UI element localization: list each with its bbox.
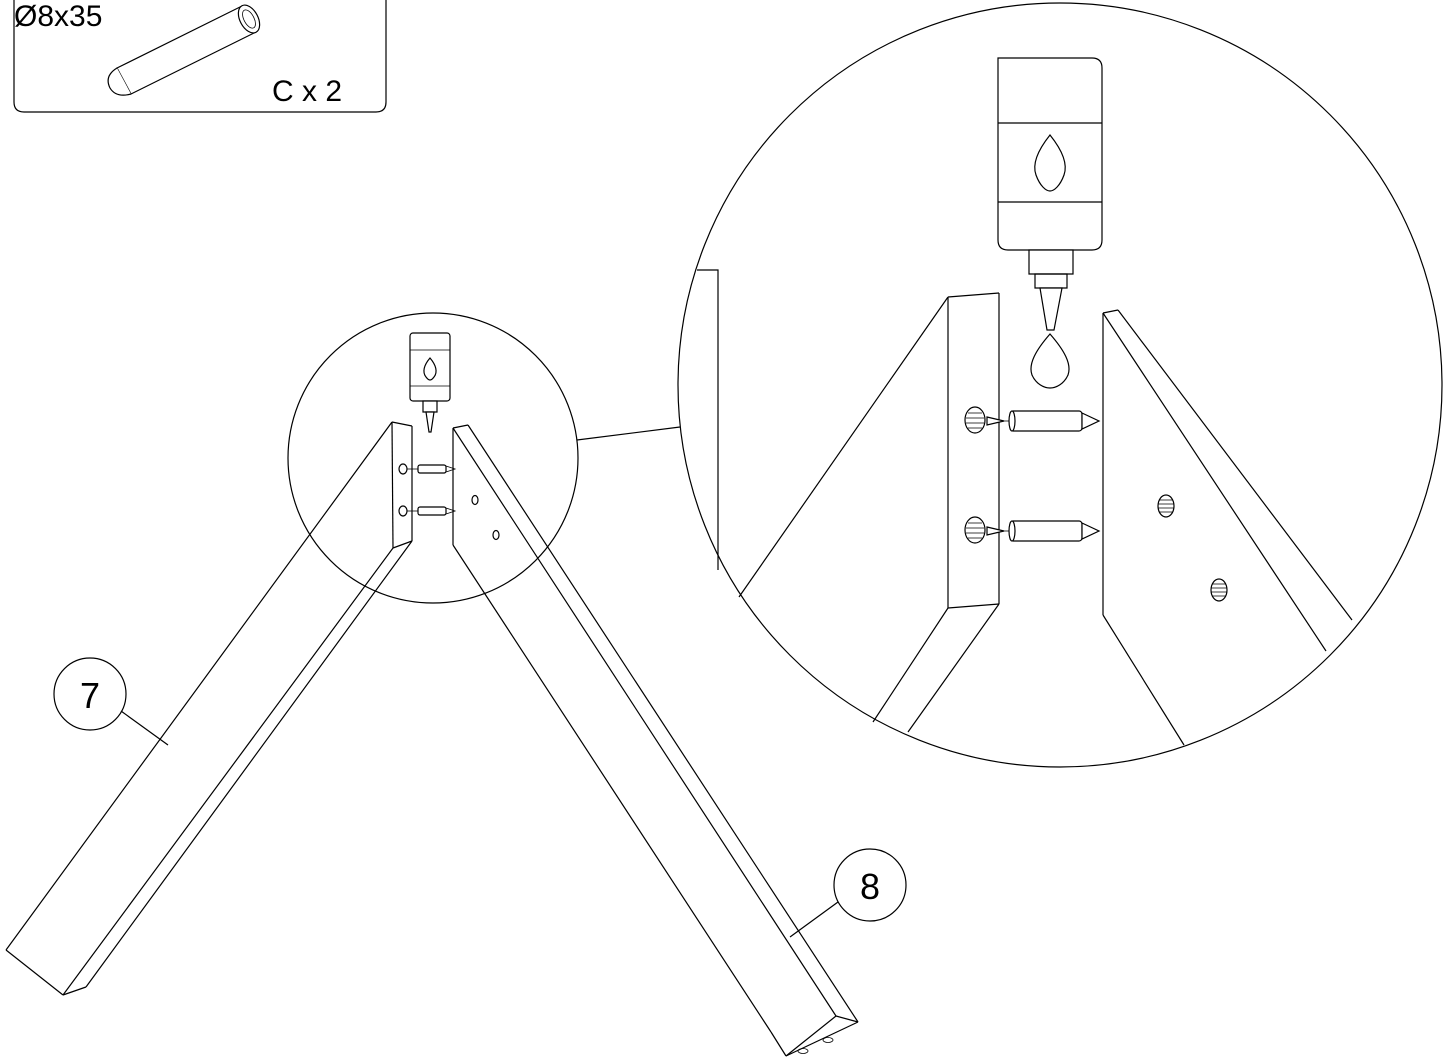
- detail-indicator-circle: [287, 312, 579, 604]
- glue-drop-icon: [1034, 134, 1066, 192]
- callout-7-label: 7: [80, 675, 100, 716]
- small-dowels: [398, 463, 457, 517]
- glue-bottle-icon: [997, 57, 1103, 331]
- dowel-icon: [964, 516, 1101, 544]
- leg-7: [5, 421, 413, 996]
- leg-8: [452, 424, 859, 1057]
- glue-drop-icon: [1030, 333, 1070, 389]
- magnify-connector: [576, 426, 681, 441]
- glue-drop-icon: [423, 357, 437, 381]
- dowel-hole: [1157, 494, 1175, 518]
- dowel-icon: [964, 406, 1101, 434]
- callout-8: 8: [789, 848, 907, 938]
- dowel-size-label: Ø8x35: [14, 0, 102, 33]
- callout-8-label: 8: [860, 866, 880, 907]
- parts-box: Ø8x35 C x 2: [13, 0, 387, 113]
- dowel-icon: [107, 4, 261, 96]
- dowel-quantity-label: C x 2: [272, 75, 342, 108]
- glue-bottle-icon: [409, 332, 451, 433]
- callout-7: 7: [53, 657, 169, 746]
- dowel-hole: [1210, 578, 1228, 602]
- magnified-detail: [677, 2, 1443, 768]
